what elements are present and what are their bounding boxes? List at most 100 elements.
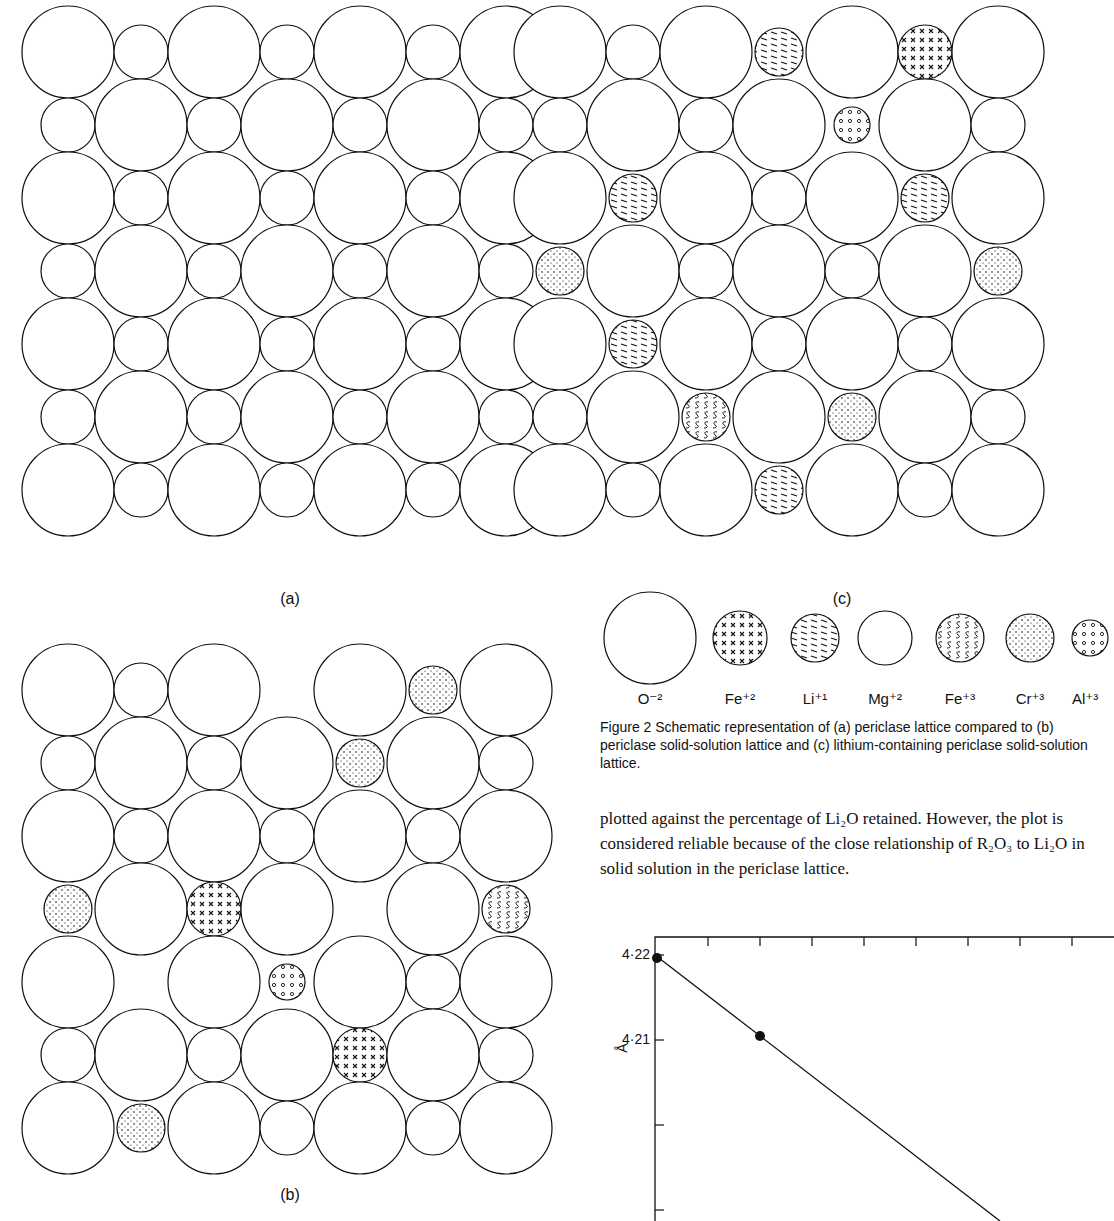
ion-circle (460, 1082, 552, 1174)
ion-circle (260, 317, 314, 371)
periclase-lattice (22, 6, 552, 536)
body-text: plotted against the percentage of Li₂O r… (600, 806, 1108, 881)
ion-circle (22, 644, 114, 736)
ion-circle (406, 1101, 460, 1155)
ion-circle (898, 317, 952, 371)
ion-circle (514, 152, 606, 244)
ion-circle (241, 371, 333, 463)
ion-circle (660, 444, 752, 536)
ion-circle (460, 936, 552, 1028)
ion-circle (187, 736, 241, 790)
ion-circle (514, 6, 606, 98)
ion-circle (406, 955, 460, 1009)
ion-circle (952, 444, 1044, 536)
ion-circle (834, 107, 870, 143)
ion-circle (314, 6, 406, 98)
ion-circle (479, 1028, 533, 1082)
ion-circle (314, 644, 406, 736)
ion-circle (41, 244, 95, 298)
legend-swatch (713, 611, 767, 665)
ion-circle (168, 444, 260, 536)
ion-circle (755, 466, 803, 514)
legend-swatch (1072, 620, 1108, 656)
ion-circle (898, 463, 952, 517)
ion-circle (660, 152, 752, 244)
ion-circle (460, 790, 552, 882)
ion-circle (114, 463, 168, 517)
ion-circle (406, 25, 460, 79)
ion-circle (168, 790, 260, 882)
ion-circle (755, 28, 803, 76)
ion-circle (22, 444, 114, 536)
ion-circle (260, 171, 314, 225)
ion-circle (679, 244, 733, 298)
ion-circle (479, 98, 533, 152)
legend-label: Fe⁺² (715, 690, 765, 708)
solid-solution-lattice (22, 644, 552, 1174)
ion-circle (387, 225, 479, 317)
lithium-lattice (514, 6, 1044, 536)
figure-caption: Figure 2 Schematic representation of (a)… (600, 718, 1105, 772)
ion-circle (22, 790, 114, 882)
legend-label: Al⁺³ (1060, 690, 1110, 708)
ion-circle (168, 6, 260, 98)
ion-circle (187, 390, 241, 444)
ion-circle (22, 298, 114, 390)
ion-circle (406, 317, 460, 371)
ion-circle (479, 736, 533, 790)
ion-circle (241, 717, 333, 809)
ion-circle (406, 171, 460, 225)
ion-circle (387, 79, 479, 171)
ion-circle (333, 1028, 387, 1082)
ion-circle (168, 1082, 260, 1174)
lattice-parameter-chart (652, 937, 1114, 1221)
ion-circle (168, 298, 260, 390)
ion-circle (41, 1028, 95, 1082)
ion-circle (971, 390, 1025, 444)
ion-circle (828, 393, 876, 441)
ion-circle (314, 152, 406, 244)
ion-circle (806, 152, 898, 244)
legend-swatch (936, 614, 984, 662)
ion-circle (733, 371, 825, 463)
ion-circle (95, 717, 187, 809)
legend-swatch (858, 611, 912, 665)
ion-circle (752, 317, 806, 371)
ion-circle (187, 98, 241, 152)
ion-circle (168, 152, 260, 244)
ion-circle (333, 244, 387, 298)
ion-circle (44, 885, 92, 933)
ion-circle (314, 790, 406, 882)
ion-circle (314, 298, 406, 390)
ion-circle (609, 174, 657, 222)
ion-circle (260, 463, 314, 517)
legend-label: Mg⁺² (860, 690, 910, 708)
ion-circle (974, 247, 1022, 295)
legend-swatch (1006, 614, 1054, 662)
ion-circle (606, 463, 660, 517)
legend-label: Cr⁺³ (1005, 690, 1055, 708)
ion-circle (387, 371, 479, 463)
ion-circle (536, 247, 584, 295)
ion-circle (22, 6, 114, 98)
ion-circle (22, 936, 114, 1028)
ion-circle (479, 244, 533, 298)
ion-circle (387, 863, 479, 955)
ion-circle (587, 225, 679, 317)
ion-circle (387, 717, 479, 809)
ion-circle (514, 298, 606, 390)
ion-circle (660, 6, 752, 98)
ion-circle (260, 1101, 314, 1155)
ion-circle (679, 98, 733, 152)
ion-circle (333, 98, 387, 152)
ion-circle (168, 644, 260, 736)
ion-circle (406, 463, 460, 517)
ion-circle (241, 79, 333, 171)
axis-tick-label: 4·22 (604, 946, 650, 962)
ion-circle (95, 79, 187, 171)
ion-circle (260, 809, 314, 863)
legend-label: Li⁺¹ (790, 690, 840, 708)
ion-circle (806, 444, 898, 536)
panel-label: (b) (270, 1186, 310, 1204)
